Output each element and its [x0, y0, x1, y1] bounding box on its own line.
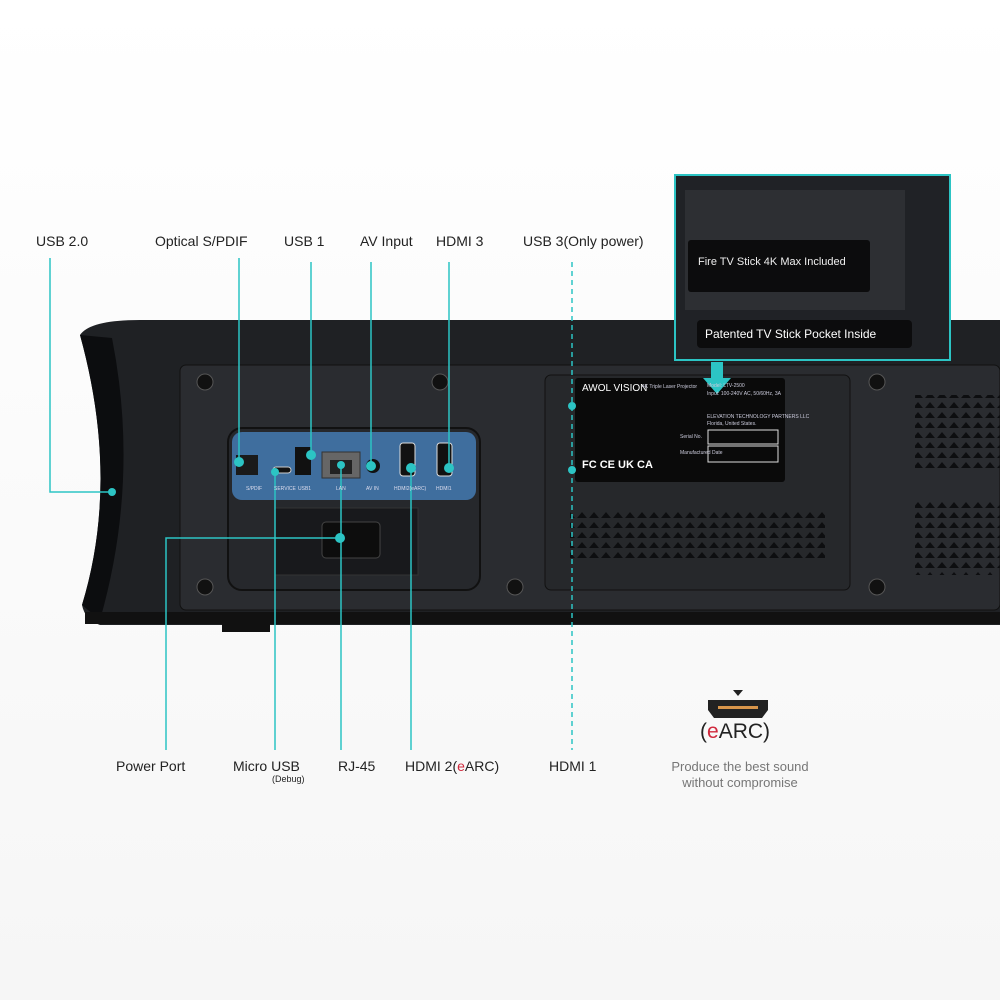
label-micro-usb: Micro USB	[233, 758, 300, 774]
sticker-company: ELEVATION TECHNOLOGY PARTNERS LLC	[707, 414, 810, 420]
port-label: SERVICE	[274, 486, 296, 492]
hdmi2-text-end: ARC)	[464, 758, 500, 774]
label-usb3: USB 3(Only power)	[523, 233, 644, 249]
sticker-model: Model: LTV-2500	[707, 383, 745, 389]
earc-paren: (	[700, 720, 707, 743]
cert-marks: FC CE UK CA	[582, 459, 653, 471]
sticker-product: 4K Triple Laser Projector	[642, 384, 698, 390]
label-hdmi1: HDMI 1	[549, 758, 597, 774]
port-label: S/PDIF	[246, 486, 263, 492]
label-hdmi3: HDMI 3	[436, 233, 484, 249]
fire-stick	[688, 240, 870, 292]
arrow-down-icon	[703, 362, 731, 394]
label-usb2: USB 2.0	[36, 233, 89, 249]
label-av-input: AV Input	[360, 233, 413, 249]
sticker-location: Florida, United States.	[707, 421, 757, 427]
port-label: HDMI2(eARC)	[394, 486, 427, 492]
port-label: AV IN	[366, 486, 379, 492]
label-hdmi2: HDMI 2(eARC)	[405, 758, 499, 774]
fire-stick-label: Fire TV Stick 4K Max Included	[698, 256, 846, 268]
rating-sticker	[575, 378, 785, 482]
label-optical: Optical S/PDIF	[155, 233, 248, 249]
hdmi2-text: HDMI 2(	[405, 758, 458, 774]
power-socket	[321, 521, 381, 559]
label-power: Power Port	[116, 758, 186, 774]
pocket-label: Patented TV Stick Pocket Inside	[705, 327, 877, 341]
sticker-manufactured: Manufactured Date	[680, 450, 723, 456]
earc-caption-line: without compromise	[682, 775, 798, 790]
label-usb1: USB 1	[284, 233, 325, 249]
label-rj45: RJ-45	[338, 758, 376, 774]
hdmi2-e: e	[457, 758, 465, 774]
sticker-brand: AWOL VISION	[582, 383, 648, 394]
earc-caption-line: Produce the best sound	[671, 759, 809, 774]
sticker-input: Input: 100-240V AC, 50/60Hz, 3A	[707, 391, 781, 397]
earc-rest: ARC)	[718, 720, 771, 743]
port-label: HDMI1	[436, 486, 452, 492]
sticker-serial: Serial No.	[680, 434, 702, 440]
earc-e: e	[707, 720, 719, 743]
port-label: USB1	[298, 486, 312, 492]
port-label: LAN	[336, 486, 346, 492]
label-debug: (Debug)	[272, 774, 305, 784]
earc-logo: (eARC)	[700, 720, 770, 744]
